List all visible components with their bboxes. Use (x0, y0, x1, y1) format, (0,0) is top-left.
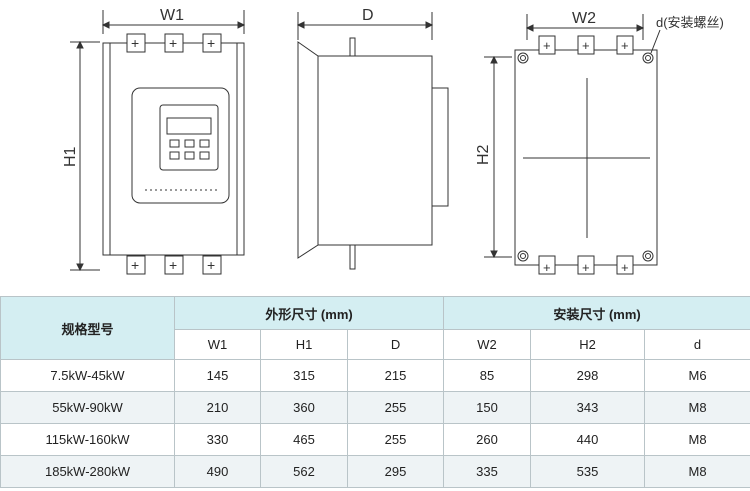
table-row: 185kW-280kW 490 562 295 335 535 M8 (0, 455, 750, 488)
value-cell: 260 (443, 423, 532, 456)
mount-plus-marks: + (621, 260, 629, 275)
value-cell: M8 (644, 423, 750, 456)
model-cell: 55kW-90kW (0, 391, 175, 424)
value-cell: 255 (346, 391, 445, 424)
front-height-label: H1 (62, 146, 79, 167)
mount-view (484, 14, 661, 275)
column-header: d (644, 329, 750, 360)
value-cell: 85 (443, 359, 532, 392)
table-row: 7.5kW-45kW 145 315 215 85 298 M6 (0, 359, 750, 392)
mount-width-label: W2 (572, 10, 596, 27)
model-cell: 185kW-280kW (0, 455, 175, 488)
value-cell: 315 (260, 359, 348, 392)
mount-view-labels: W2 H2 d(安装螺丝) + + + + + + (475, 10, 724, 275)
value-cell: 210 (174, 391, 261, 424)
mount-plus-marks: + (543, 260, 551, 275)
side-view (296, 12, 449, 270)
column-header: W2 (443, 329, 532, 360)
front-plus-marks: + (207, 35, 215, 51)
mount-height-label: H2 (475, 144, 492, 165)
front-view-labels: W1 + + + + + + H1 (62, 7, 215, 273)
mount-plus-marks: + (582, 38, 590, 53)
value-cell: 145 (174, 359, 261, 392)
front-plus-marks: + (131, 35, 139, 51)
model-header: 规格型号 (0, 296, 175, 360)
side-view-labels: D (362, 7, 374, 24)
value-cell: 343 (530, 391, 646, 424)
value-cell: 440 (530, 423, 646, 456)
value-cell: 335 (443, 455, 532, 488)
screw-note: d(安装螺丝) (656, 15, 724, 30)
value-cell: 490 (174, 455, 261, 488)
side-depth-label: D (362, 7, 374, 24)
mount-plus-marks: + (543, 38, 551, 53)
value-cell: 298 (530, 359, 646, 392)
value-cell: M8 (644, 455, 750, 488)
model-cell: 7.5kW-45kW (0, 359, 175, 392)
model-cell: 115kW-160kW (0, 423, 175, 456)
front-plus-marks: + (207, 257, 215, 273)
value-cell: 215 (346, 359, 445, 392)
column-header: H1 (260, 329, 348, 360)
value-cell: 360 (260, 391, 348, 424)
column-header: D (346, 329, 445, 360)
table-row: 55kW-90kW 210 360 255 150 343 M8 (0, 391, 750, 424)
mounting-dimension-header: 安装尺寸 (mm) (443, 296, 750, 330)
value-cell: M8 (644, 391, 750, 424)
front-width-label: W1 (160, 7, 184, 24)
front-plus-marks: + (169, 257, 177, 273)
value-cell: 535 (530, 455, 646, 488)
front-view (70, 10, 246, 275)
front-plus-marks: + (131, 257, 139, 273)
value-cell: M6 (644, 359, 750, 392)
value-cell: 562 (260, 455, 348, 488)
value-cell: 465 (260, 423, 348, 456)
dimension-table: 规格型号 外形尺寸 (mm) 安装尺寸 (mm) W1 H1 D W2 H2 d… (0, 296, 750, 488)
value-cell: 295 (346, 455, 445, 488)
value-cell: 330 (174, 423, 261, 456)
column-header: H2 (530, 329, 646, 360)
mount-plus-marks: + (621, 38, 629, 53)
front-plus-marks: + (169, 35, 177, 51)
mount-plus-marks: + (582, 260, 590, 275)
dimension-drawing: W1 + + + + + + H1 D (62, 7, 724, 275)
value-cell: 255 (346, 423, 445, 456)
column-header: W1 (174, 329, 261, 360)
table-row: 115kW-160kW 330 465 255 260 440 M8 (0, 423, 750, 456)
outer-dimension-header: 外形尺寸 (mm) (173, 296, 445, 330)
value-cell: 150 (443, 391, 532, 424)
